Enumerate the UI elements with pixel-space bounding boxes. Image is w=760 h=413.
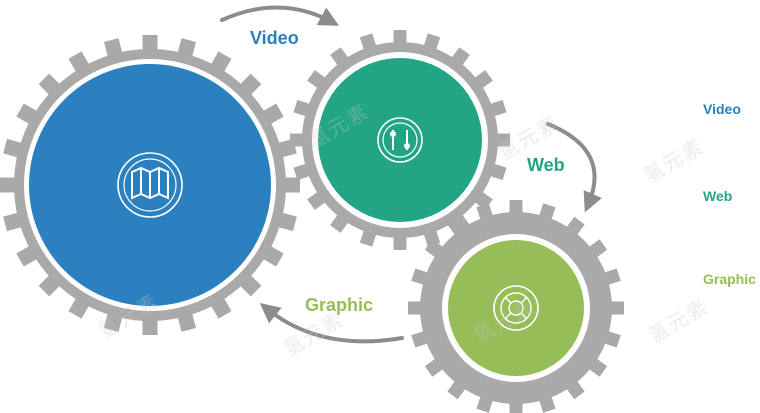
gear-web [290,30,510,250]
gear-video [0,35,300,335]
gear-tooth [0,177,18,193]
arrow-web [546,122,602,213]
gear-tooth [393,30,407,46]
map-icon [117,152,183,218]
gear-tooth [282,177,300,193]
gear-tooth [494,133,510,147]
gear-graphic [408,200,624,413]
lifebuoy-icon [493,285,539,331]
gear-web-disc [318,58,482,222]
gear-tooth [290,133,306,147]
gear-tooth [509,200,523,216]
legend-item-video: Video [703,101,741,117]
flow-label-video: Video [250,28,299,48]
gear-tooth [408,301,424,315]
gear-web-teeth [290,30,510,250]
controls-icon [377,117,423,163]
gear-graphic-disc [448,240,584,376]
gear-tooth [142,317,158,335]
legend-item-graphic: Graphic [703,271,756,287]
gear-tooth [393,234,407,250]
gear-tooth [608,301,624,315]
gear-tooth [142,35,158,53]
flow-label-web: Web [527,155,565,175]
arrow-video [220,5,340,26]
flow-label-graphic: Graphic [305,295,373,315]
legend-item-web: Web [703,188,733,204]
arrow-graphic [259,302,404,344]
